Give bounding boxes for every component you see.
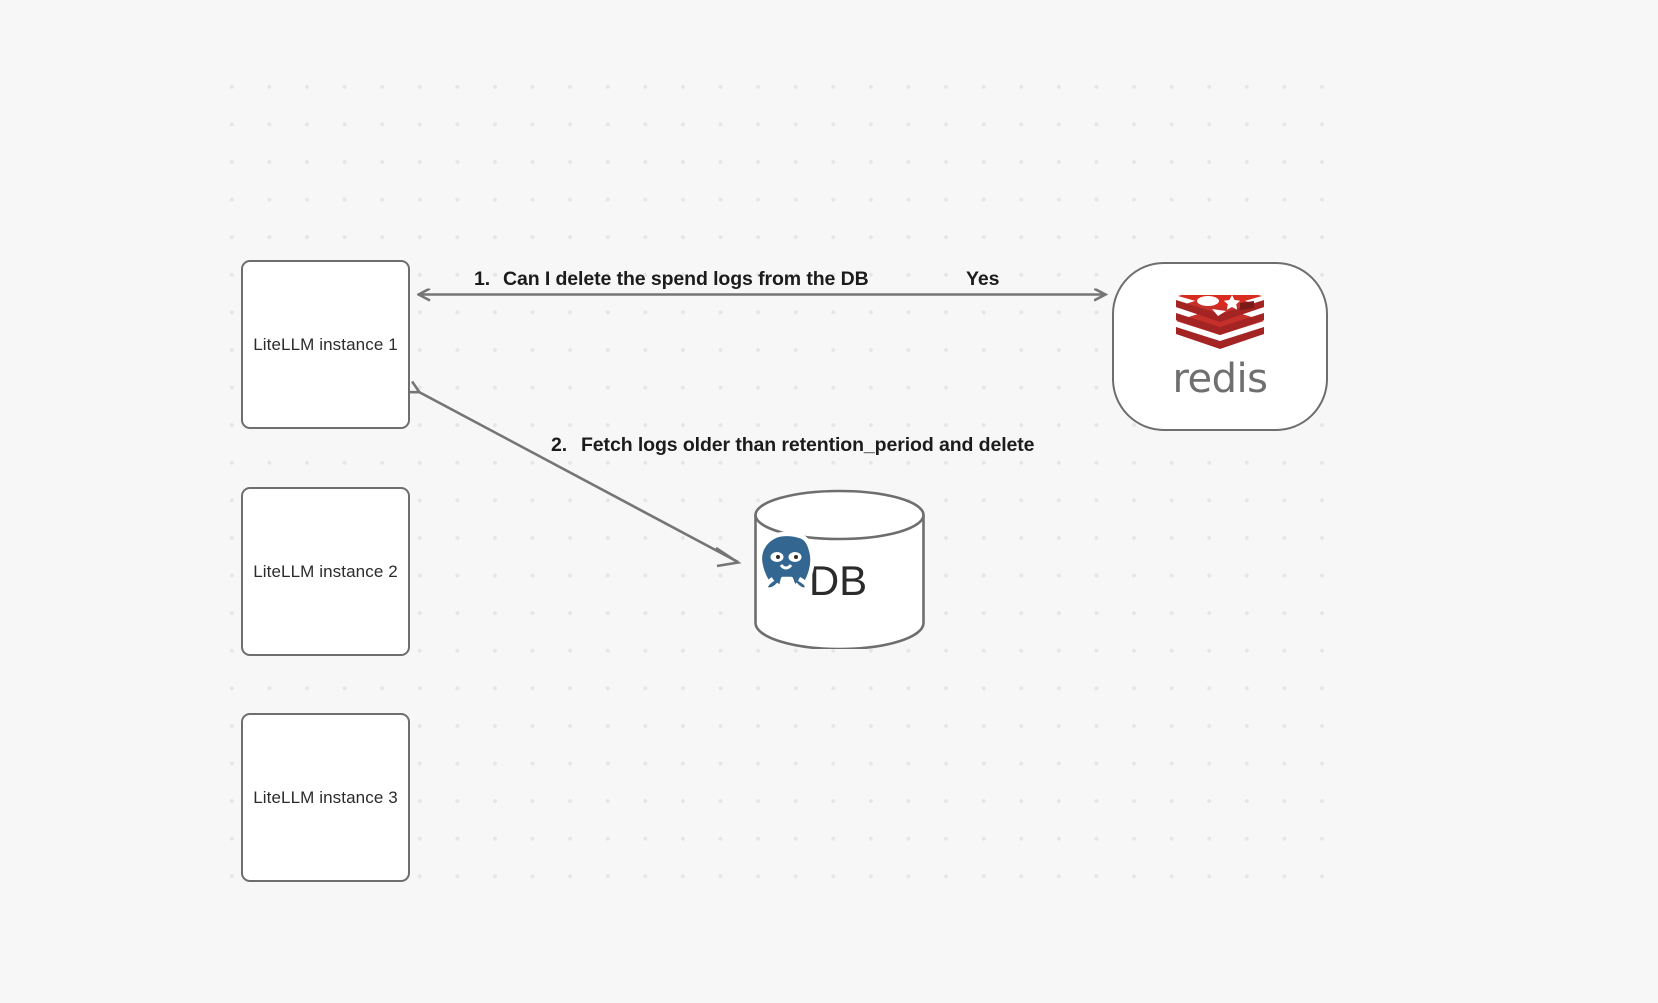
- db-label: DB: [808, 557, 868, 604]
- node-label: LiteLLM instance 3: [253, 787, 398, 807]
- edge-2-label: Fetch logs older than retention_period a…: [581, 434, 1035, 456]
- edge-database-to-litellm1: [419, 392, 739, 564]
- edge-2-db-arrowhead: [715, 546, 742, 568]
- redis-wordmark: redis: [1172, 355, 1268, 402]
- node-litellm-instance-1[interactable]: LiteLLM instance 1: [241, 260, 410, 429]
- edge-1-reply-label: Yes: [966, 268, 1000, 290]
- node-litellm-instance-3[interactable]: LiteLLM instance 3: [241, 713, 410, 882]
- edge-2-number: 2.: [551, 434, 568, 456]
- edge-1-label: Can I delete the spend logs from the DB: [503, 268, 869, 290]
- node-database[interactable]: DB: [753, 489, 926, 649]
- edge-1-number: 1.: [474, 268, 491, 290]
- redis-logo-icon: [1176, 294, 1264, 349]
- node-litellm-instance-2[interactable]: LiteLLM instance 2: [241, 487, 410, 656]
- node-label: LiteLLM instance 1: [253, 334, 398, 354]
- node-redis[interactable]: redis: [1112, 262, 1328, 431]
- postgresql-elephant-icon: [757, 531, 815, 593]
- node-label: LiteLLM instance 2: [253, 561, 398, 581]
